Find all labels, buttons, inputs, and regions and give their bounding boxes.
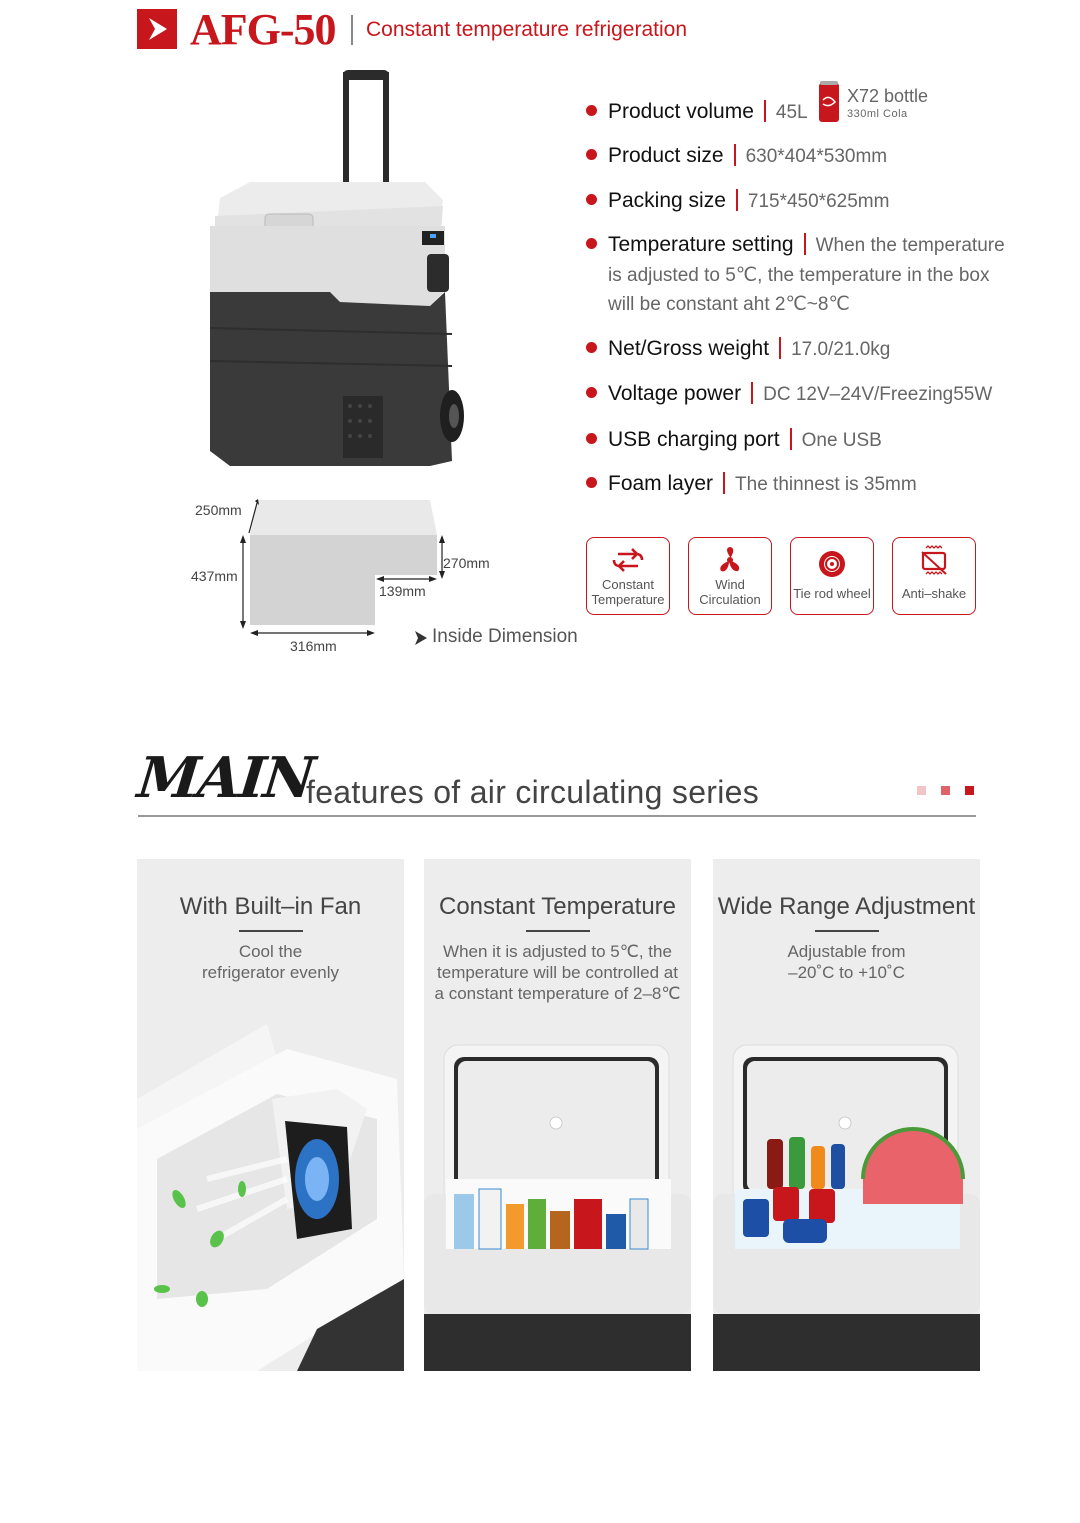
cola-count: X72 bottle [847, 86, 929, 106]
dim-step-width: 139mm [379, 583, 426, 599]
product-image [209, 70, 464, 466]
deco-square [917, 786, 926, 795]
inside-dimension-diagram [240, 499, 445, 636]
bullet-icon [586, 238, 597, 249]
caret-right-icon [415, 631, 427, 645]
header-divider [351, 15, 353, 45]
card-description: Cool the refrigerator evenly [201, 942, 339, 982]
dim-width: 316mm [290, 638, 337, 654]
bullet-icon [586, 149, 597, 160]
spec-divider [789, 428, 792, 450]
spec-temperature-line2: is adjusted to 5℃, the temperature in th… [608, 265, 990, 286]
card-title: With Built–in Fan [179, 893, 362, 920]
wheel-icon [819, 551, 845, 577]
card-wide-range-adjustment: Wide Range Adjustment Adjustable from –2… [713, 859, 980, 1371]
spec-temperature-line3: will be constant aht 2℃~8℃ [608, 294, 850, 315]
header-subtitle: Constant temperature refrigeration [366, 18, 687, 41]
spec-divider [779, 337, 782, 359]
medicine-cooler-image [424, 1044, 691, 1371]
model-name: AFG-50 [190, 5, 337, 54]
dim-step-height: 270mm [443, 555, 490, 571]
card-title: Constant Temperature [438, 893, 677, 920]
spec-divider [723, 472, 726, 494]
card-built-in-fan: With Built–in Fan Cool the refrigerator … [137, 859, 404, 1371]
bullet-icon [586, 387, 597, 398]
dim-depth: 250mm [195, 502, 242, 518]
fan-interior-image [137, 1024, 404, 1371]
card-title: Wide Range Adjustment [717, 893, 976, 920]
bullet-icon [586, 433, 597, 444]
card-constant-temperature: Constant Temperature When it is adjusted… [424, 859, 691, 1371]
deco-square [965, 786, 974, 795]
cola-can-icon [819, 81, 839, 122]
inside-dimension-caption: Inside Dimension [432, 626, 578, 647]
bullet-icon [586, 342, 597, 353]
spec-divider [733, 144, 736, 166]
bullet-icon [586, 105, 597, 116]
anti-shake-icon [921, 545, 947, 575]
feature-anti-shake: Anti–shake [892, 537, 976, 615]
dim-height: 437mm [191, 568, 238, 584]
main-brush-word: MAIN [134, 745, 317, 811]
card-title-rule [238, 930, 303, 932]
card-title-rule [814, 930, 879, 932]
bullet-icon [586, 477, 597, 488]
brand-logo [137, 9, 177, 49]
heading-rule [138, 815, 976, 817]
bullet-icon [586, 194, 597, 205]
spec-divider [763, 100, 766, 122]
feature-tie-rod-wheel: Tie rod wheel [790, 537, 874, 615]
card-description: Adjustable from –20˚C to +10˚C [787, 942, 906, 982]
card-title-rule [525, 930, 590, 932]
spec-divider [751, 382, 754, 404]
card-description: When it is adjusted to 5℃, the temperatu… [434, 942, 681, 1003]
fan-icon [720, 547, 740, 572]
cola-unit: 330ml Cola [847, 108, 908, 120]
feature-label: Anti–shake [901, 586, 967, 601]
cycle-arrows-icon [612, 548, 644, 572]
drinks-cooler-image [713, 1044, 980, 1371]
main-heading: features of air circulating series [306, 774, 760, 810]
feature-label: Tie rod wheel [793, 586, 871, 601]
spec-divider [803, 233, 806, 255]
spec-divider [735, 189, 738, 211]
deco-square [941, 786, 950, 795]
chevron-right-icon [149, 18, 167, 40]
